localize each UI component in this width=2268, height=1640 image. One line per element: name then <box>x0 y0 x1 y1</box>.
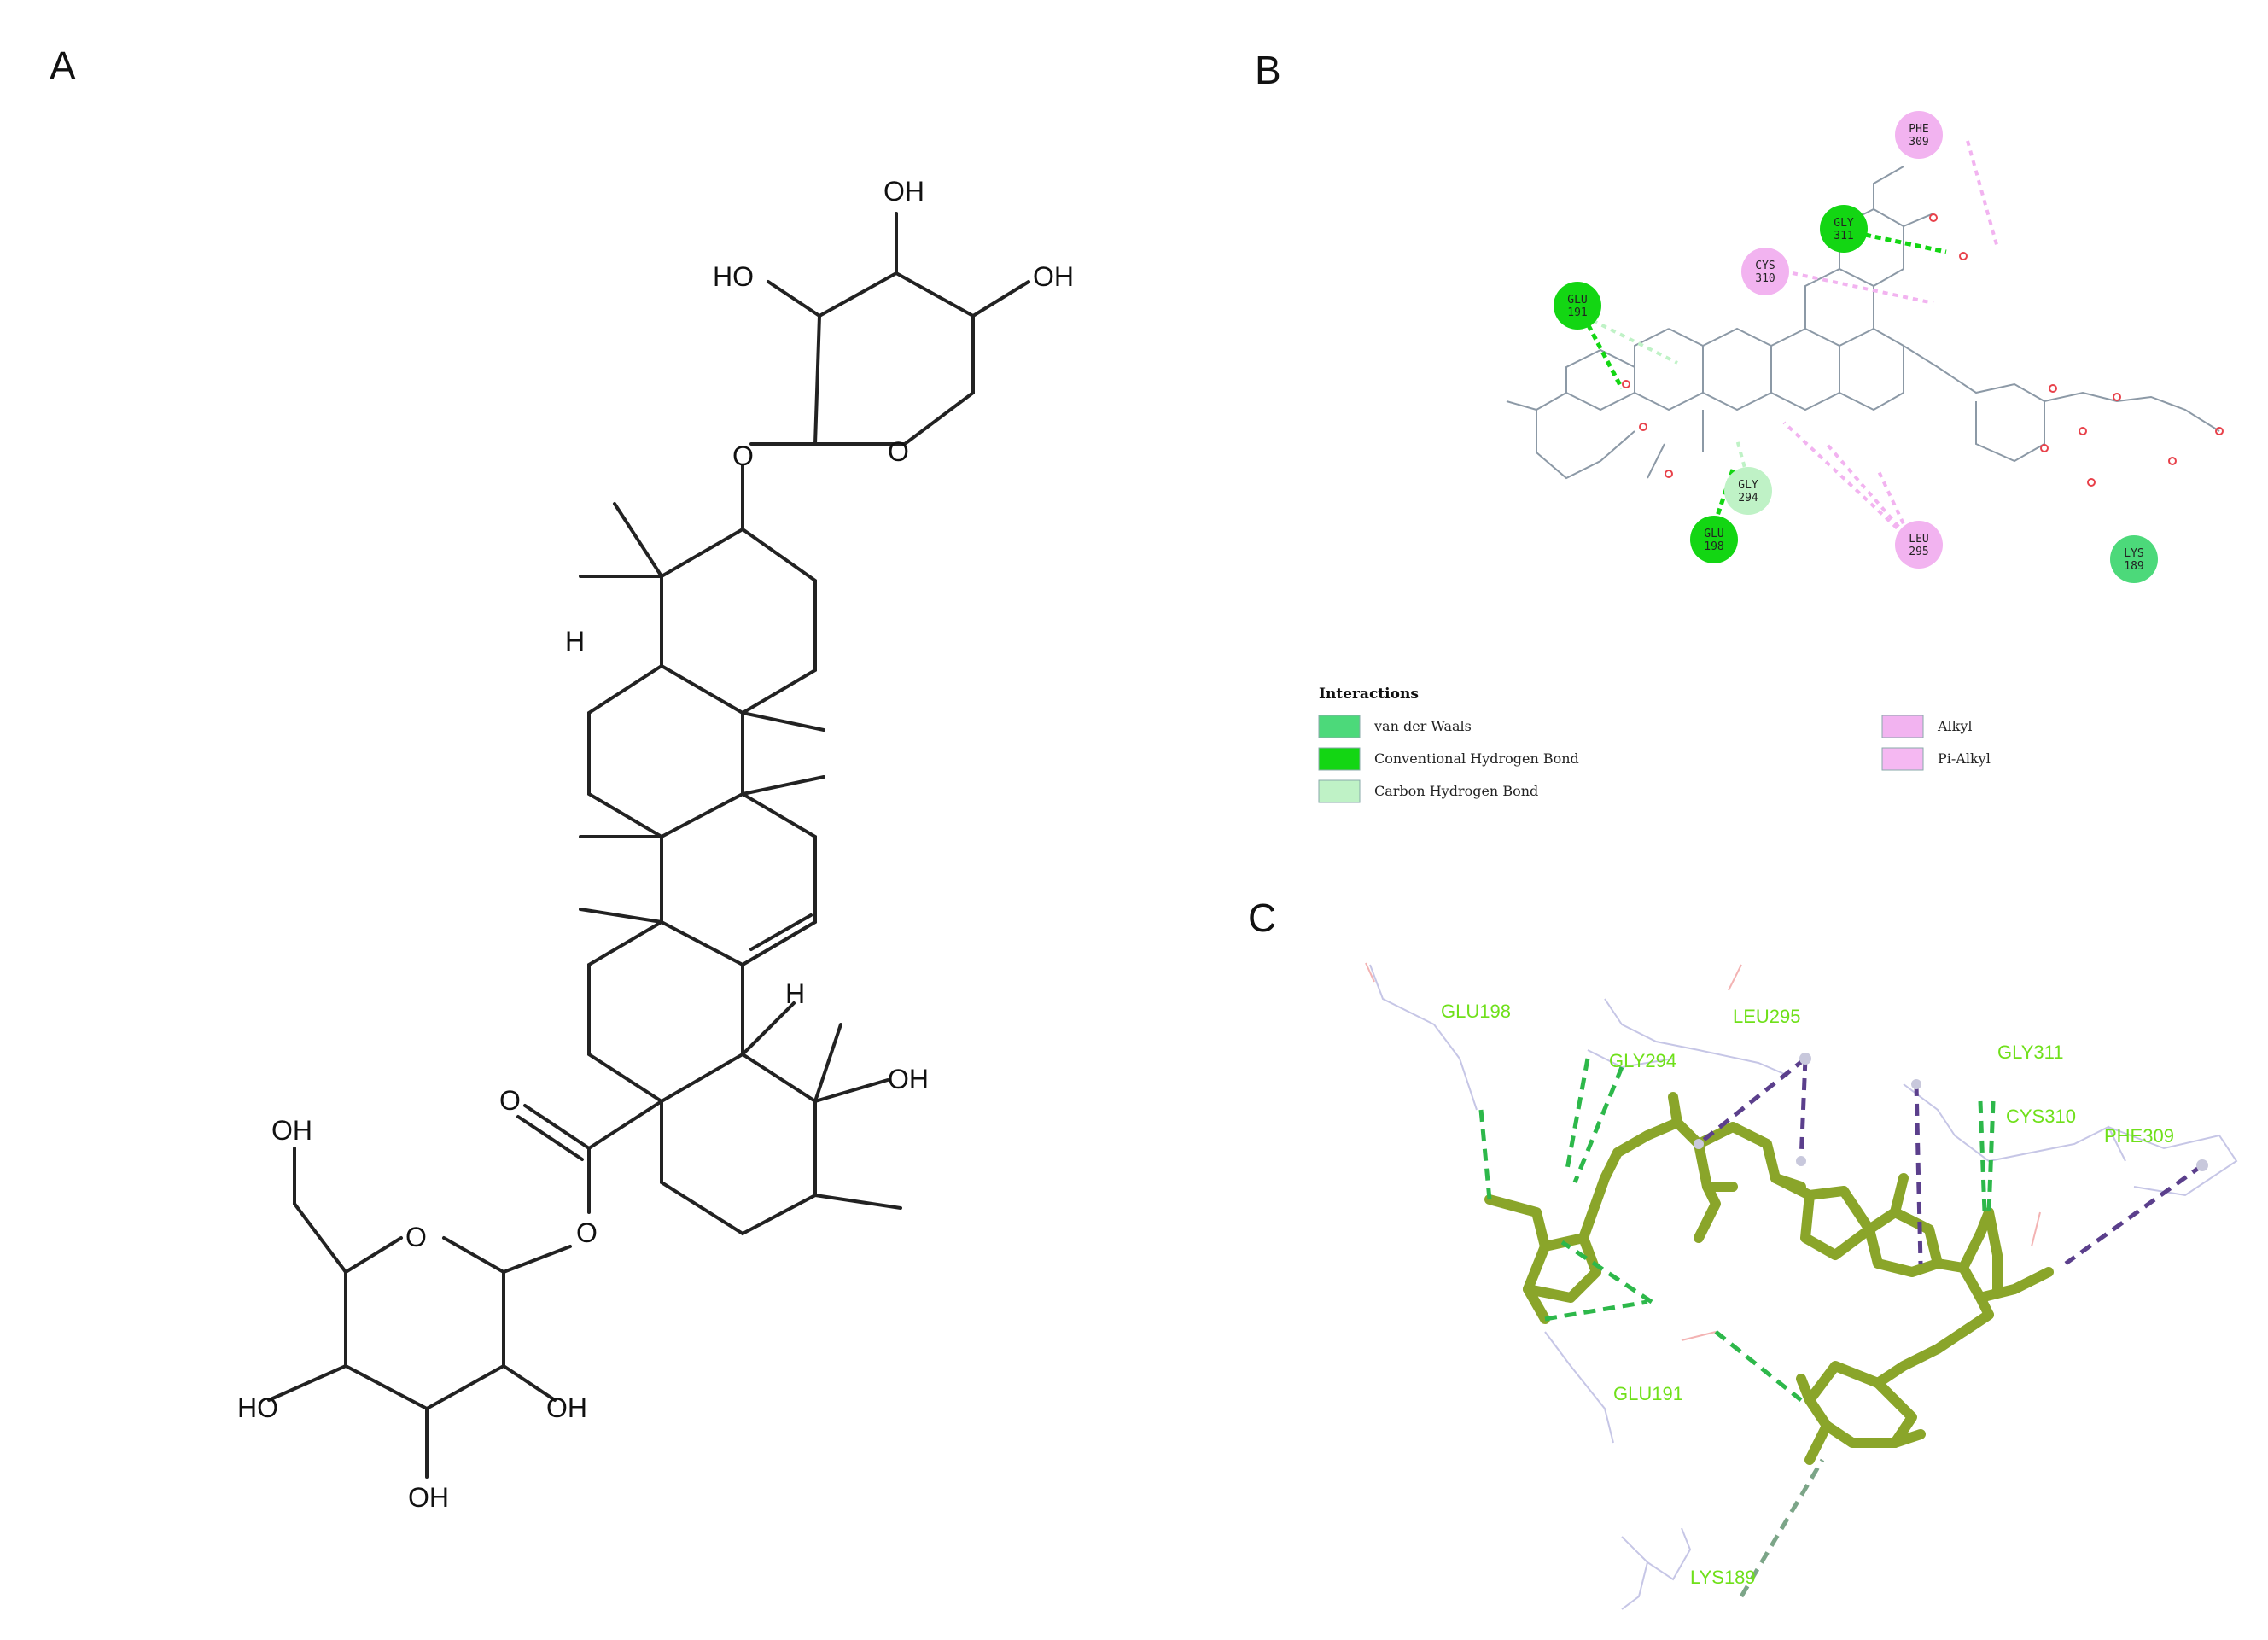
residue-leu295: LEU 295 <box>1895 521 1943 569</box>
svg-text:198: 198 <box>1704 540 1723 553</box>
glucose-oh-right: OH <box>546 1392 587 1423</box>
glycosidic-o-top: O <box>732 441 754 471</box>
glucose-oh-bottom: OH <box>408 1482 449 1513</box>
label-lys189: LYS189 <box>1690 1567 1756 1588</box>
glucose-ho-left: HO <box>237 1392 278 1423</box>
label-gly294: GLY294 <box>1609 1050 1676 1071</box>
svg-text:310: 310 <box>1755 272 1775 285</box>
residue-lys189: LYS 189 <box>2110 535 2158 583</box>
xylose-oh-top: OH <box>883 176 924 207</box>
ligand-sticks <box>1484 1092 2054 1465</box>
interactions-legend: Interactions van der Waals Conventional … <box>1318 686 1991 803</box>
legend-hbond: Conventional Hydrogen Bond <box>1374 750 1579 767</box>
xylose-ho-left: HO <box>713 261 754 292</box>
label-gly311: GLY311 <box>1997 1042 2063 1063</box>
panel-a-structure: OH HO OH O O H OH O O OH O HO OH OH H <box>237 176 1074 1513</box>
panel-a-letter: A <box>50 44 76 88</box>
ester-o: O <box>576 1217 598 1248</box>
svg-text:189: 189 <box>2124 560 2143 573</box>
carbonyl-o: O <box>499 1085 521 1116</box>
residue-cys310: CYS 310 <box>1741 248 1789 295</box>
ring-b <box>587 664 744 839</box>
residue-gly311: GLY 311 <box>1820 205 1868 253</box>
residue-phe309: PHE 309 <box>1895 111 1943 159</box>
legend-vdw: van der Waals <box>1373 718 1472 734</box>
glucose-ring-o: O <box>405 1222 427 1252</box>
ring-e-oh: OH <box>888 1064 929 1094</box>
svg-text:PHE: PHE <box>1909 123 1928 136</box>
svg-text:LYS: LYS <box>2124 547 2143 560</box>
svg-text:GLY: GLY <box>1834 217 1854 230</box>
panel-c-letter: C <box>1248 896 1277 940</box>
glucose-ring <box>344 1236 505 1411</box>
residue-glu198: GLU 198 <box>1690 516 1738 563</box>
xylose-oh-right: OH <box>1033 261 1074 292</box>
glucose-ch2oh: OH <box>271 1115 312 1146</box>
label-phe309: PHE309 <box>2104 1125 2174 1147</box>
svg-text:GLU: GLU <box>1704 528 1723 540</box>
svg-text:311: 311 <box>1834 230 1853 242</box>
svg-text:191: 191 <box>1567 306 1587 319</box>
ring-d <box>587 920 744 1104</box>
xylose-ring <box>813 271 975 446</box>
label-cys310: CYS310 <box>2006 1106 2076 1127</box>
xylose-ring-o: O <box>888 436 909 467</box>
label-glu191: GLU191 <box>1613 1383 1683 1404</box>
panel-b-letter: B <box>1255 48 1281 92</box>
svg-text:GLU: GLU <box>1567 294 1587 306</box>
ring-e <box>660 1053 817 1236</box>
h-ring-d: H <box>785 978 805 1009</box>
legend-carbon-hbond: Carbon Hydrogen Bond <box>1374 783 1538 799</box>
svg-text:294: 294 <box>1738 492 1758 505</box>
label-glu198: GLU198 <box>1441 1001 1511 1022</box>
svg-text:295: 295 <box>1909 546 1928 558</box>
svg-text:GLY: GLY <box>1738 479 1758 492</box>
h-ring-a: H <box>565 626 585 657</box>
legend-alkyl: Alkyl <box>1937 718 1973 734</box>
svg-text:LEU: LEU <box>1909 533 1928 546</box>
legend-title: Interactions <box>1319 686 1419 703</box>
svg-text:309: 309 <box>1909 136 1928 149</box>
residue-gly294: GLY 294 <box>1724 467 1772 515</box>
svg-text:CYS: CYS <box>1755 260 1775 272</box>
label-leu295: LEU295 <box>1733 1006 1801 1027</box>
residue-glu191: GLU 191 <box>1554 282 1601 330</box>
legend-pi-alkyl: Pi-Alkyl <box>1938 750 1991 767</box>
